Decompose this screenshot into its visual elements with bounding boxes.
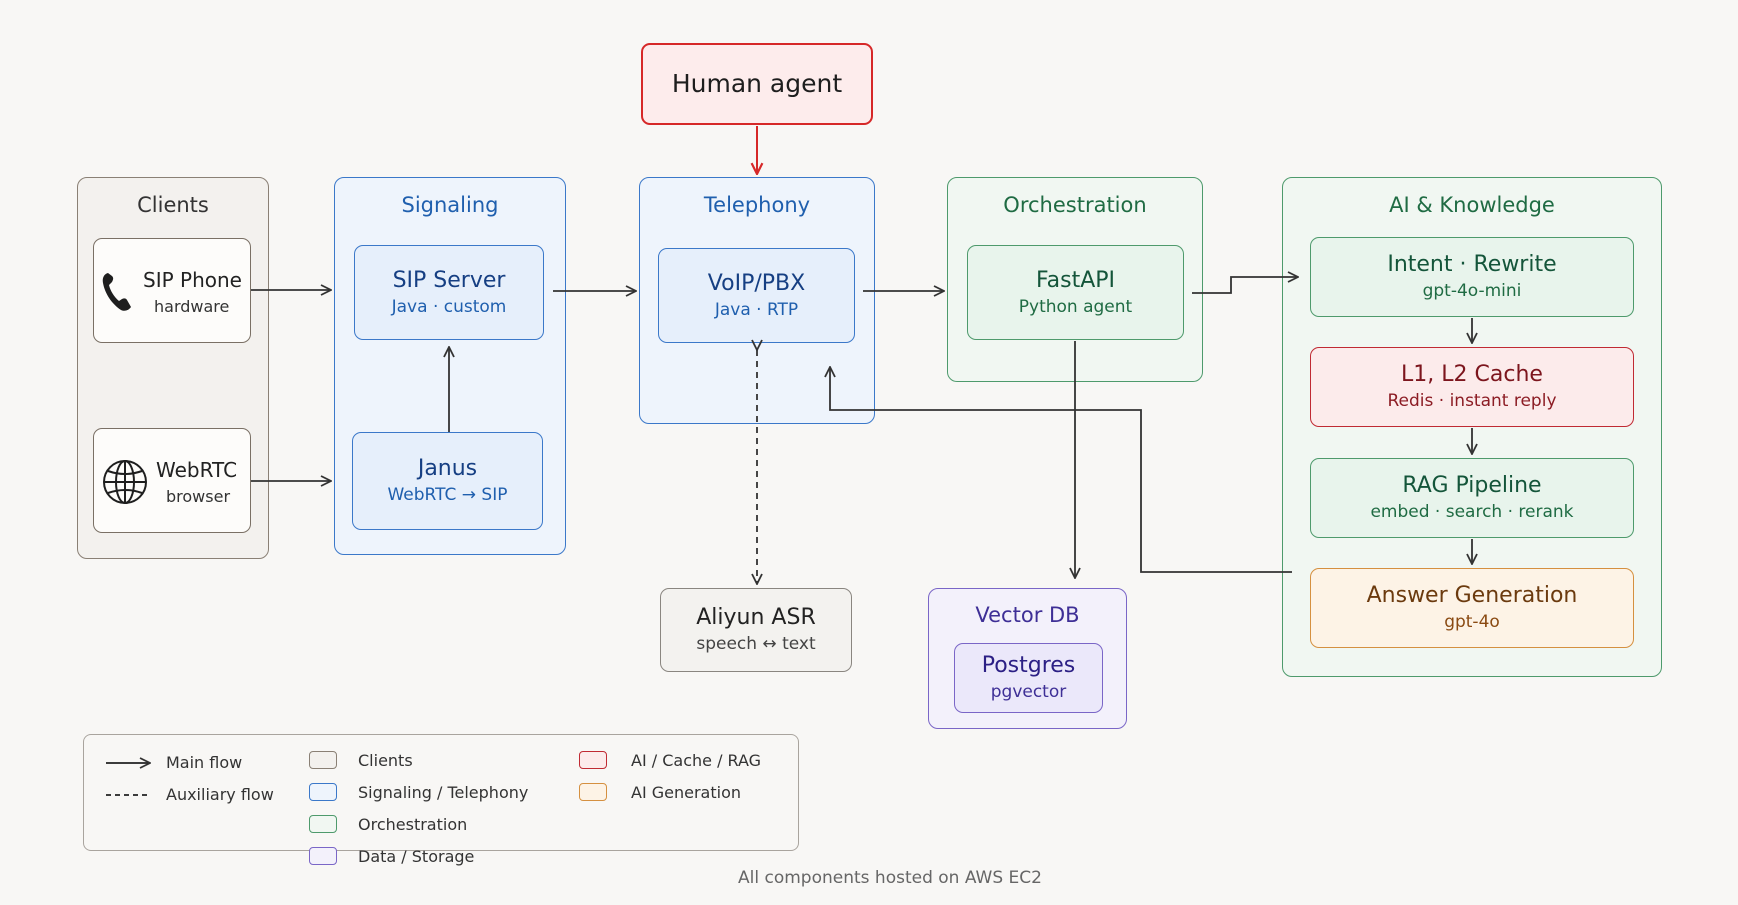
legend-clients-label: Clients [358,751,413,770]
legend-swatch-data [309,847,337,865]
legend-orchestration-label: Orchestration [358,815,468,834]
vector-db-group-title: Vector DB [975,603,1080,627]
sip-server-node: SIP Server Java · custom [354,245,544,340]
human-agent-node: Human agent [641,43,873,125]
webrtc-subtitle: browser [166,487,231,506]
postgres-title: Postgres [981,653,1076,678]
cache-subtitle: Redis · instant reply [1387,391,1557,411]
human-agent-label: Human agent [671,69,843,98]
answer-generation-title: Answer Generation [1366,583,1578,608]
legend-swatch-clients [309,751,337,769]
voip-pbx-node: VoIP/PBX Java · RTP [658,248,855,343]
legend-swatch-ai-cache [579,751,607,769]
orchestration-group-title: Orchestration [1003,193,1147,217]
legend-data-label: Data / Storage [358,847,475,866]
signaling-group-title: Signaling [401,193,499,217]
rag-pipeline-subtitle: embed · search · rerank [1370,502,1574,522]
cache-title: L1, L2 Cache [1401,362,1543,387]
answer-generation-subtitle: gpt-4o [1444,612,1500,632]
legend-swatch-orchestration [309,815,337,833]
legend-signaling-label: Signaling / Telephony [358,783,529,802]
fastapi-title: FastAPI [1035,267,1115,293]
legend-swatch-signaling [309,783,337,801]
webrtc-title: WebRTC [156,458,238,482]
aliyun-asr-title: Aliyun ASR [696,605,816,630]
rag-pipeline-node: RAG Pipeline embed · search · rerank [1310,458,1634,538]
webrtc-node: WebRTC browser [93,428,251,533]
intent-rewrite-title: Intent · Rewrite [1387,252,1557,277]
arrow-ai-to-telephony [830,367,1292,573]
sip-phone-node: SIP Phone hardware [93,238,251,343]
sip-phone-title: SIP Phone [143,268,242,292]
voip-pbx-subtitle: Java · RTP [714,299,799,320]
postgres-subtitle: pgvector [990,682,1067,702]
postgres-node: Postgres pgvector [954,643,1103,713]
phone-icon [100,270,134,312]
intent-rewrite-node: Intent · Rewrite gpt-4o-mini [1310,237,1634,317]
legend-main-flow-label: Main flow [166,753,243,772]
aliyun-asr-subtitle: speech ↔ text [696,634,816,654]
janus-title: Janus [417,456,478,481]
sip-server-title: SIP Server [392,267,506,293]
aliyun-asr-node: Aliyun ASR speech ↔ text [660,588,852,672]
legend-aux-flow-label: Auxiliary flow [166,785,274,804]
voip-pbx-title: VoIP/PBX [707,270,806,296]
fastapi-node: FastAPI Python agent [967,245,1184,340]
legend-ai-cache-label: AI / Cache / RAG [631,751,762,770]
rag-pipeline-title: RAG Pipeline [1402,473,1542,498]
janus-subtitle: WebRTC → SIP [387,485,508,505]
ai-knowledge-group-title: AI & Knowledge [1389,193,1555,217]
legend [83,734,799,851]
legend-swatch-ai-generation [579,783,607,801]
answer-generation-node: Answer Generation gpt-4o [1310,568,1634,648]
janus-node: Janus WebRTC → SIP [352,432,543,530]
globe-icon [102,459,148,505]
sip-server-subtitle: Java · custom [391,296,507,317]
cache-node: L1, L2 Cache Redis · instant reply [1310,347,1634,427]
legend-ai-generation-label: AI Generation [631,783,742,802]
clients-group-title: Clients [137,193,209,217]
fastapi-subtitle: Python agent [1018,296,1133,317]
telephony-group-title: Telephony [703,193,811,217]
intent-rewrite-subtitle: gpt-4o-mini [1422,281,1522,301]
hosting-footnote: All components hosted on AWS EC2 [738,868,1042,888]
sip-phone-subtitle: hardware [154,297,230,316]
